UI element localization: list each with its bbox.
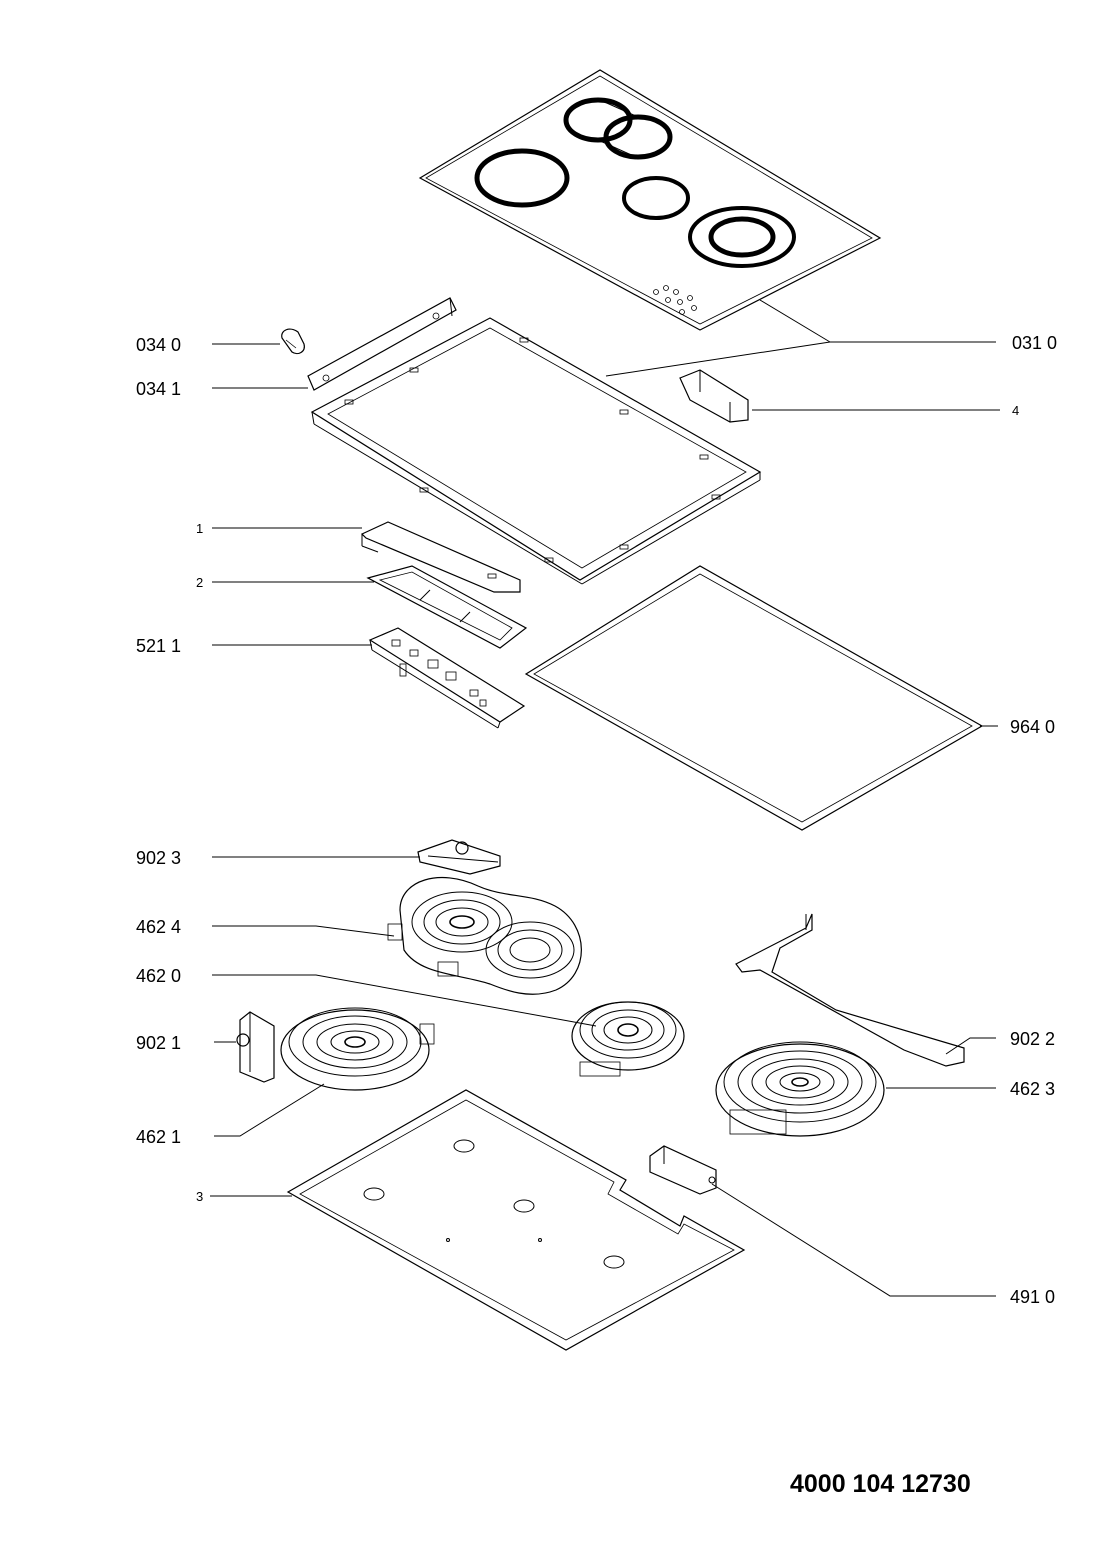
bracket-4-part xyxy=(679,369,749,423)
base-plate-part xyxy=(286,1089,746,1351)
heating-element-462-0-part xyxy=(571,1001,685,1077)
heating-element-462-1-part xyxy=(280,1007,435,1091)
bracket-902-2-part xyxy=(735,913,965,1067)
oval-heating-element-part xyxy=(387,877,582,995)
holder-902-1-part xyxy=(236,1011,275,1083)
glass-cooktop-part xyxy=(418,69,882,331)
touch-control-dots xyxy=(653,285,697,315)
control-board-part xyxy=(368,627,526,729)
callout-462-4: 462 4 xyxy=(136,917,182,937)
callout-4: 4 xyxy=(1012,403,1020,418)
callout-2: 2 xyxy=(196,575,204,590)
callout-964-0: 964 0 xyxy=(1010,717,1056,737)
cooktop-frame-part xyxy=(310,317,762,585)
callout-031-0: 031 0 xyxy=(1012,333,1058,353)
holder-902-3-part xyxy=(417,839,501,875)
callout-491-0: 491 0 xyxy=(1010,1287,1056,1307)
callout-034-1: 034 1 xyxy=(136,379,182,399)
clip-part xyxy=(281,328,305,355)
callout-3: 3 xyxy=(196,1189,204,1204)
callout-902-1: 902 1 xyxy=(136,1033,182,1053)
tray-2-part xyxy=(366,565,528,649)
callout-462-3: 462 3 xyxy=(1010,1079,1056,1099)
callout-462-1: 462 1 xyxy=(136,1127,182,1147)
seal-gasket-part xyxy=(524,565,984,831)
document-number: 4000 104 12730 xyxy=(790,1470,971,1498)
leader-lines xyxy=(210,299,1000,1297)
callout-902-2: 902 2 xyxy=(1010,1029,1056,1049)
callout-1: 1 xyxy=(196,521,204,536)
side-bracket-part xyxy=(307,297,457,391)
callout-902-3: 902 3 xyxy=(136,848,182,868)
callout-521-1: 521 1 xyxy=(136,636,182,656)
connection-module-part xyxy=(649,1145,717,1195)
heating-element-462-3-part xyxy=(715,1041,885,1137)
callout-462-0: 462 0 xyxy=(136,966,182,986)
cover-1-part xyxy=(360,521,521,593)
callout-034-0: 034 0 xyxy=(136,335,182,355)
